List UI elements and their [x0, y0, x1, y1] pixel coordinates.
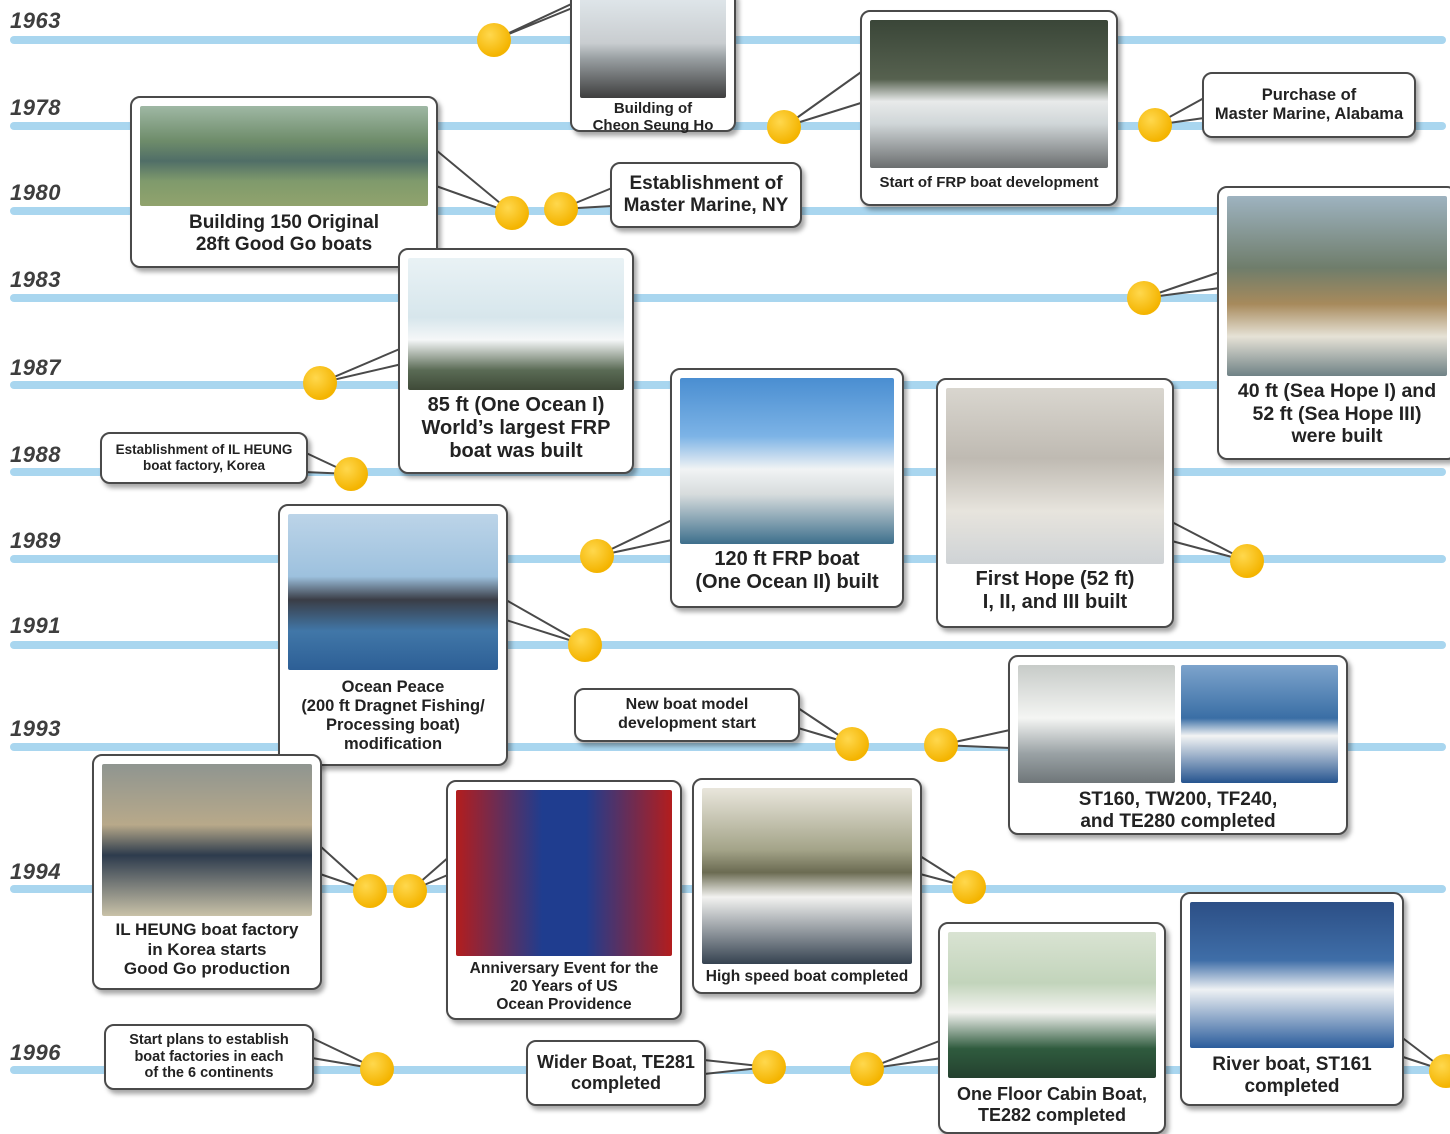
event-card-st161[interactable]: River boat, ST161 completed [1180, 892, 1404, 1106]
timeline-dot-1993-newmodel[interactable] [835, 727, 869, 761]
year-label-1963: 1963 [10, 8, 61, 33]
event-card-te282[interactable]: One Floor Cabin Boat, TE282 completed [938, 922, 1166, 1134]
timeline-bar-1991 [10, 641, 1446, 649]
timeline-dot-1994-highspeed[interactable] [952, 870, 986, 904]
event-card-anniversary[interactable]: Anniversary Event for the 20 Years of US… [446, 780, 682, 1020]
event-caption: New boat model development start [618, 696, 756, 732]
st160-photo-left [1018, 665, 1175, 783]
event-card-il-heung-production[interactable]: IL HEUNG boat factory in Korea starts Go… [92, 754, 322, 990]
event-caption: 85 ft (One Ocean I) World’s largest FRP … [421, 394, 611, 463]
timeline-dot-1996-te282[interactable] [850, 1052, 884, 1086]
event-card-te281[interactable]: Wider Boat, TE281 completed [526, 1040, 706, 1106]
sea-hope-photo [1227, 196, 1447, 376]
event-card-il-heung-korea[interactable]: Establishment of IL HEUNG boat factory, … [100, 432, 308, 484]
timeline-dot-1996-te281[interactable] [752, 1050, 786, 1084]
timeline-dot-1980-ny[interactable] [544, 192, 578, 226]
year-label-1996: 1996 [10, 1040, 61, 1065]
year-label-1989: 1989 [10, 528, 61, 553]
ocean-peace-photo [288, 514, 498, 670]
event-card-six-continents[interactable]: Start plans to establish boat factories … [104, 1024, 314, 1090]
event-caption: One Floor Cabin Boat, TE282 completed [956, 1084, 1147, 1125]
event-caption: ST160, TW200, TF240, and TE280 completed [1078, 789, 1278, 833]
timeline-dot-1996-st161[interactable] [1429, 1054, 1450, 1088]
high-speed-photo [702, 788, 912, 964]
timeline-dot-1983[interactable] [1127, 281, 1161, 315]
st160-photos [1018, 665, 1338, 783]
timeline-bar-1983 [10, 294, 1446, 302]
event-caption: Start plans to establish boat factories … [129, 1031, 289, 1082]
one-ocean-2-photo [680, 378, 894, 544]
good-go-boats-photo [140, 106, 428, 206]
timeline-dot-1963[interactable] [477, 23, 511, 57]
event-caption: First Hope (52 ft) I, II, and III built [975, 568, 1135, 614]
event-caption: Building 150 Original 28ft Good Go boats [188, 212, 380, 256]
event-caption: Establishment of Master Marine, NY [623, 172, 789, 216]
event-card-sea-hope[interactable]: 40 ft (Sea Hope I) and 52 ft (Sea Hope I… [1217, 186, 1450, 460]
event-caption: Establishment of IL HEUNG boat factory, … [115, 442, 293, 473]
event-caption: High speed boat completed [705, 968, 909, 985]
cheon-seung-ho-photo [580, 0, 726, 98]
event-caption: Ocean Peace (200 ft Dragnet Fishing/ Pro… [301, 678, 485, 754]
te282-photo [948, 932, 1156, 1078]
timeline-dot-1980-goodgo[interactable] [495, 196, 529, 230]
event-card-ocean-peace[interactable]: Ocean Peace (200 ft Dragnet Fishing/ Pro… [278, 504, 508, 766]
year-label-1987: 1987 [10, 355, 61, 380]
timeline-dot-1978-frp[interactable] [767, 110, 801, 144]
event-card-frp-start[interactable]: Start of FRP boat development [860, 10, 1118, 206]
anniversary-photo [456, 790, 672, 956]
event-card-new-model[interactable]: New boat model development start [574, 688, 800, 742]
year-label-1980: 1980 [10, 180, 61, 205]
event-caption: Purchase of Master Marine, Alabama [1214, 85, 1404, 123]
first-hope-photo [946, 388, 1164, 564]
event-caption: Building of Cheon Seung Ho [592, 100, 714, 135]
timeline-dot-1991[interactable] [568, 628, 602, 662]
event-card-master-marine-ny[interactable]: Establishment of Master Marine, NY [610, 162, 802, 228]
event-caption: Start of FRP boat development [879, 174, 1099, 191]
timeline-bar-1993 [10, 743, 1446, 751]
event-card-one-ocean-1[interactable]: 85 ft (One Ocean I) World’s largest FRP … [398, 248, 634, 474]
timeline-dot-1978-alabama[interactable] [1138, 108, 1172, 142]
st161-photo [1190, 902, 1394, 1048]
event-caption: Wider Boat, TE281 completed [537, 1052, 695, 1093]
timeline-dot-1987[interactable] [303, 366, 337, 400]
event-caption: Anniversary Event for the 20 Years of US… [469, 960, 659, 1013]
event-caption: 120 ft FRP boat (One Ocean II) built [695, 548, 879, 594]
event-caption: 40 ft (Sea Hope I) and 52 ft (Sea Hope I… [1237, 380, 1437, 448]
timeline-dot-1994-ilheung[interactable] [353, 874, 387, 908]
il-heung-production-photo [102, 764, 312, 916]
frp-boat-photo [870, 20, 1108, 168]
timeline-dot-1989-firsthope[interactable] [1230, 544, 1264, 578]
event-caption: IL HEUNG boat factory in Korea starts Go… [115, 920, 299, 979]
year-label-1983: 1983 [10, 267, 61, 292]
one-ocean-1-photo [408, 258, 624, 390]
year-label-1988: 1988 [10, 442, 61, 467]
event-card-one-ocean-2[interactable]: 120 ft FRP boat (One Ocean II) built [670, 368, 904, 608]
event-caption: River boat, ST161 completed [1212, 1054, 1372, 1098]
timeline-dot-1989-oneocean[interactable] [580, 539, 614, 573]
year-label-1991: 1991 [10, 613, 61, 638]
year-label-1994: 1994 [10, 859, 61, 884]
timeline-dot-1994-anniversary[interactable] [393, 874, 427, 908]
year-label-1993: 1993 [10, 716, 61, 741]
event-card-first-hope[interactable]: First Hope (52 ft) I, II, and III built [936, 378, 1174, 628]
event-card-st160[interactable]: ST160, TW200, TF240, and TE280 completed [1008, 655, 1348, 835]
event-card-high-speed[interactable]: High speed boat completed [692, 778, 922, 994]
timeline-dot-1993-st160[interactable] [924, 728, 958, 762]
timeline-dot-1996-continents[interactable] [360, 1052, 394, 1086]
timeline-dot-1988[interactable] [334, 457, 368, 491]
event-card-cheon-seung-ho[interactable]: Building of Cheon Seung Ho [570, 0, 736, 135]
year-label-1978: 1978 [10, 95, 61, 120]
event-card-master-marine-alabama[interactable]: Purchase of Master Marine, Alabama [1202, 72, 1416, 138]
event-card-good-go-boats[interactable]: Building 150 Original 28ft Good Go boats [130, 96, 438, 268]
st160-photo-right [1181, 665, 1338, 783]
